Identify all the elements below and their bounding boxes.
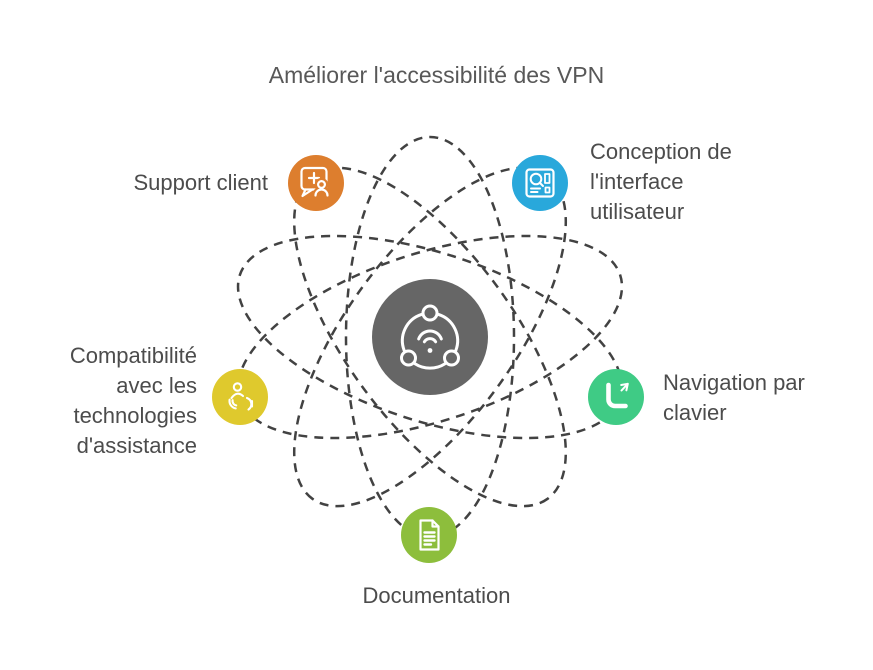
keyboard-navigation-cursor-icon bbox=[606, 382, 629, 409]
node-conception-interface bbox=[512, 155, 568, 211]
node-circle bbox=[588, 369, 644, 425]
label-line: Documentation bbox=[362, 583, 511, 608]
label-line: avec les bbox=[116, 373, 197, 398]
node-label-compatibilite-assistance: Compatibilité avec les technologies d'as… bbox=[70, 341, 197, 461]
node-circle bbox=[401, 507, 457, 563]
node-documentation bbox=[401, 507, 457, 563]
node-label-conception-interface: Conception de l'interface utilisateur bbox=[590, 137, 732, 227]
central-hub bbox=[372, 279, 488, 395]
label-line: Conception de bbox=[590, 139, 732, 164]
label-line: l'interface bbox=[590, 169, 684, 194]
central-hub-circle bbox=[372, 279, 488, 395]
document-icon bbox=[419, 519, 440, 551]
label-line: d'assistance bbox=[76, 433, 197, 458]
assistive-technology-icon bbox=[228, 382, 254, 411]
label-line: utilisateur bbox=[590, 199, 685, 224]
customer-support-chat-icon bbox=[300, 166, 331, 199]
label-line: Compatibilité bbox=[69, 343, 197, 368]
ui-design-icon bbox=[525, 168, 555, 198]
label-line: Navigation par bbox=[663, 370, 805, 395]
node-label-documentation: Documentation bbox=[0, 581, 873, 611]
node-circle bbox=[212, 369, 268, 425]
node-navigation-clavier bbox=[588, 369, 644, 425]
node-support-client bbox=[288, 155, 344, 211]
page-title: Améliorer l'accessibilité des VPN bbox=[268, 62, 605, 88]
label-line: Support client bbox=[133, 170, 268, 195]
connected-network-wifi-icon bbox=[400, 304, 460, 370]
label-line: technologies bbox=[73, 403, 197, 428]
node-compatibilite-assistance bbox=[212, 369, 268, 425]
label-line: clavier bbox=[663, 400, 727, 425]
node-label-navigation-clavier: Navigation par clavier bbox=[663, 368, 805, 428]
node-label-support-client: Support client bbox=[133, 168, 268, 198]
